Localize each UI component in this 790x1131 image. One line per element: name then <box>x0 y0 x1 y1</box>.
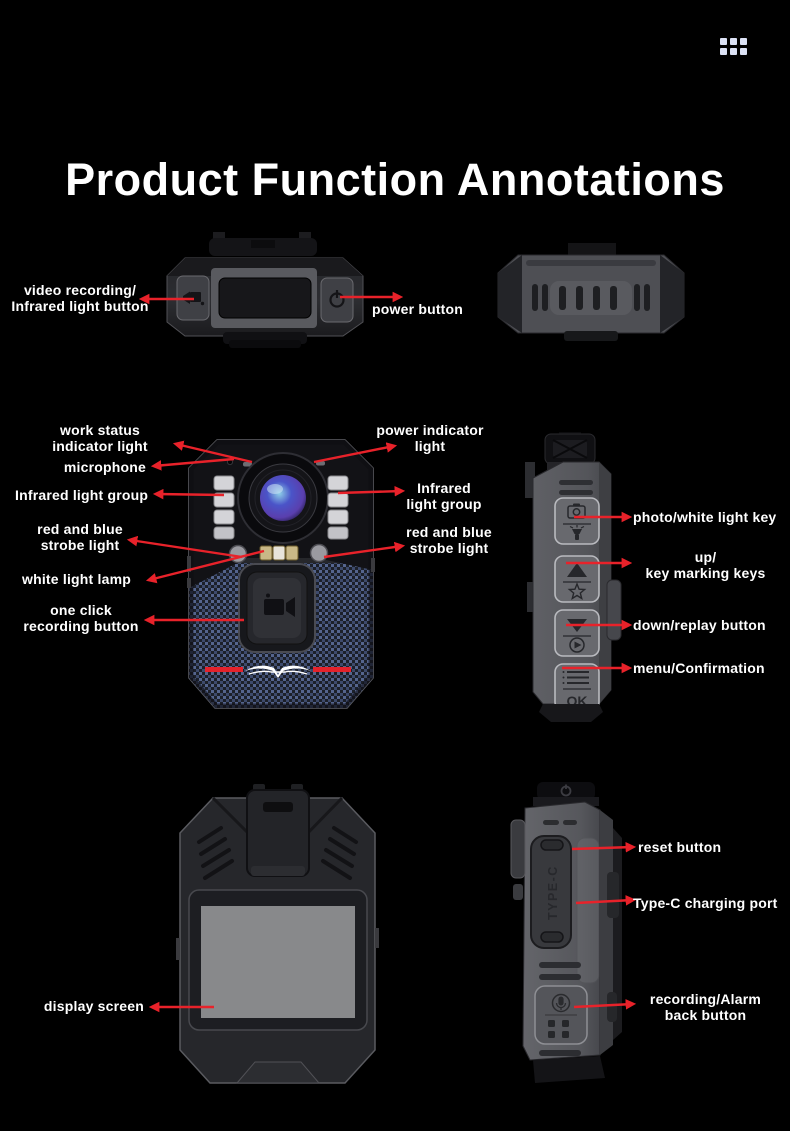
belt-clip <box>246 784 310 877</box>
clip-mount <box>606 579 622 641</box>
label-typec-port: Type-C charging port <box>633 895 778 911</box>
grip-slots-left <box>197 826 234 880</box>
microphone-icon <box>551 993 571 1013</box>
grip-slots-right <box>321 826 358 880</box>
strobe-light-left <box>228 544 248 564</box>
label-red-blue-left: red and blue strobe light <box>37 521 123 553</box>
label-microphone: microphone <box>63 459 146 475</box>
infrared-light-group-left <box>213 475 235 540</box>
lens-barrel-side <box>510 819 526 879</box>
microphone-hole <box>226 458 234 466</box>
label-work-status: work status indicator light <box>52 422 148 454</box>
strobe-light-right <box>309 543 329 563</box>
brand-logo <box>205 665 351 678</box>
label-display-screen: display screen <box>43 998 144 1014</box>
camera-bottom-view <box>497 243 685 341</box>
label-down-button: down/replay button <box>633 617 766 633</box>
camera-back-view <box>176 784 379 1084</box>
typec-cover: TYPE-C <box>530 835 572 949</box>
power-button <box>320 277 354 323</box>
up-triangle-icon <box>567 563 587 577</box>
power-icon <box>329 290 345 308</box>
menu-list-icon <box>562 671 589 684</box>
camcorder-icon <box>264 593 295 617</box>
display-screen <box>201 906 355 1018</box>
camera-top-view <box>166 232 364 348</box>
play-icon <box>569 637 585 653</box>
power-indicator-light <box>316 461 325 466</box>
camera-left-side-view: TYPE-C <box>510 782 622 1083</box>
photo-white-light-button <box>554 497 600 545</box>
camera-icon <box>567 503 586 519</box>
typec-label: TYPE-C <box>546 865 560 920</box>
reset-button <box>540 839 564 851</box>
up-key-marking-button <box>554 555 600 603</box>
down-replay-button <box>554 609 600 657</box>
camera-right-side-view: OK <box>525 432 622 722</box>
top-display-window <box>218 277 312 319</box>
flashlight-icon <box>569 525 585 540</box>
label-white-light: white light lamp <box>22 571 131 587</box>
label-photo-key: photo/white light key <box>633 509 777 525</box>
label-infrared-left: Infrared light group <box>15 487 149 503</box>
camera-front-view <box>187 439 375 709</box>
white-light-lamp <box>259 545 299 561</box>
label-red-blue-right: red and blue strobe light <box>406 524 492 556</box>
video-record-button <box>176 275 210 321</box>
label-power-indicator: power indicator light <box>376 422 484 454</box>
speaker-dots <box>548 1020 569 1038</box>
star-icon <box>567 582 587 601</box>
menu-confirm-button: OK <box>554 663 600 711</box>
label-reset-button: reset button <box>638 839 722 855</box>
camera-lens <box>237 452 329 544</box>
recording-alarm-button <box>534 985 588 1045</box>
label-power-button: power button <box>372 301 464 317</box>
infrared-light-group-right <box>327 475 349 540</box>
label-infrared-right: Infrared light group <box>406 480 482 512</box>
label-menu-confirm: menu/Confirmation <box>633 660 765 676</box>
label-up-keys: up/ key marking keys <box>645 549 766 581</box>
label-one-click: one click recording button <box>23 602 139 634</box>
label-video-recording: video recording/ Infrared light button <box>11 282 149 314</box>
grid-dots-icon <box>720 38 750 58</box>
page-title: Product Function Annotations <box>65 154 725 206</box>
power-button-top <box>533 782 599 806</box>
one-click-recording-button <box>238 563 316 653</box>
label-recording-alarm: recording/Alarm back button <box>649 991 762 1023</box>
